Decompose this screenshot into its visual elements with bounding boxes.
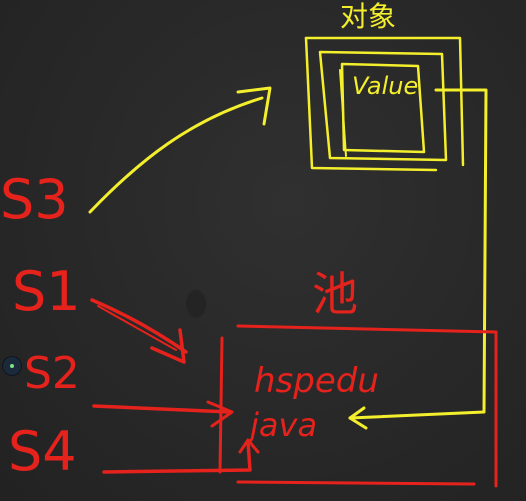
ref-s3-label: S3 xyxy=(0,168,69,231)
chalk-smudge xyxy=(186,290,206,318)
pool-string-java: java xyxy=(246,406,317,444)
string-pool-box xyxy=(218,324,498,488)
s4-reference-arrow xyxy=(102,438,260,474)
cursor-dot-icon xyxy=(3,357,21,375)
ref-s4-label: S4 xyxy=(8,420,77,483)
pool-string-hspedu: hspedu xyxy=(254,361,379,401)
ref-s2-label: S2 xyxy=(24,348,80,399)
object-box xyxy=(304,36,465,172)
object-header-text: 对象 xyxy=(340,0,396,33)
s1-reference-arrow xyxy=(90,298,188,364)
s2-reference-arrow xyxy=(92,400,234,428)
value-to-java-arrow xyxy=(348,88,488,430)
pool-title-text: 池 xyxy=(312,267,358,321)
s3-reference-arrow xyxy=(88,86,272,214)
ref-s1-label: S1 xyxy=(12,260,81,323)
value-field-label: Value xyxy=(352,72,418,100)
